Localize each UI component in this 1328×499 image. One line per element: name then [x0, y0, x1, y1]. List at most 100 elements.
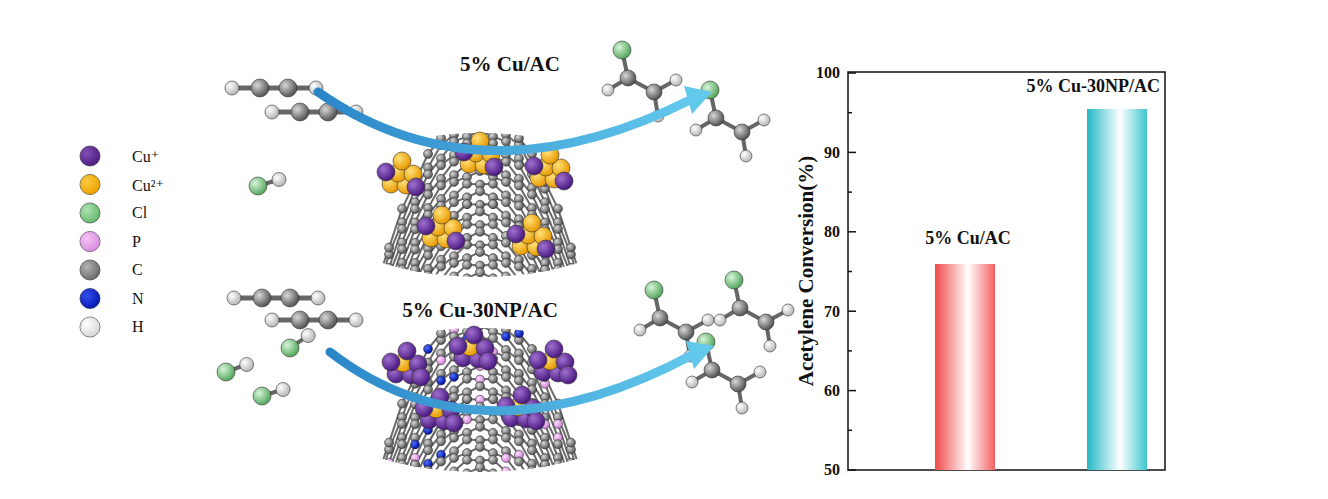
carbon-atom	[424, 190, 433, 199]
bond	[545, 478, 558, 499]
carbon-atom	[488, 435, 497, 444]
carbon-atom	[463, 415, 472, 424]
bond	[544, 498, 546, 499]
bond	[466, 473, 468, 480]
bond	[363, 427, 376, 477]
carbon-atom	[540, 440, 549, 449]
bond	[610, 438, 623, 492]
carbon-atom	[398, 399, 407, 408]
carbon-atom	[488, 395, 497, 404]
carbon-atom	[437, 457, 446, 466]
bond	[596, 497, 598, 499]
bond	[623, 492, 636, 499]
carbon-atom	[346, 440, 355, 449]
carbon-atom	[385, 344, 394, 353]
bond	[558, 485, 571, 499]
carbon-atom	[385, 304, 394, 313]
bond	[597, 477, 610, 499]
bond	[519, 495, 532, 499]
carbon-atom	[398, 494, 407, 499]
bond	[363, 305, 376, 355]
carbon-atom	[398, 326, 407, 335]
bond	[584, 326, 597, 376]
bond	[519, 482, 532, 499]
carbon-atom	[514, 161, 523, 170]
carbon-atom	[424, 385, 433, 394]
carbon-atom	[579, 335, 588, 344]
bond	[362, 396, 364, 403]
bond	[480, 110, 493, 116]
bond	[571, 308, 584, 346]
bond	[623, 485, 636, 499]
tick-label: 90	[824, 144, 840, 162]
carbon-atom	[424, 170, 433, 179]
carbon-atom	[411, 494, 420, 499]
bond	[350, 497, 363, 499]
c-atom	[734, 124, 750, 140]
carbon-atom	[372, 476, 381, 485]
carbon-atom	[566, 331, 575, 340]
carbon-atom	[476, 443, 485, 452]
carbon-atom	[398, 480, 407, 489]
carbon-atom	[592, 337, 601, 346]
carbon-atom	[385, 479, 394, 488]
bond	[375, 319, 377, 326]
bond	[584, 461, 597, 499]
carbon-atom	[450, 372, 459, 381]
carbon-atom	[488, 476, 497, 485]
bond	[376, 254, 389, 298]
bond	[479, 124, 481, 131]
bond	[610, 485, 623, 499]
carbon-atom	[566, 311, 575, 320]
carbon-atom	[501, 474, 510, 483]
bond	[388, 410, 390, 417]
bond	[428, 280, 441, 296]
bond	[349, 438, 351, 445]
carbon-atom	[411, 326, 420, 335]
carbon-atom	[450, 433, 459, 442]
carbon-atom	[463, 469, 472, 478]
carbon-atom	[450, 157, 459, 166]
bond	[597, 463, 610, 499]
carbon-atom	[592, 472, 601, 481]
bond	[519, 280, 532, 296]
carbon-atom	[372, 416, 381, 425]
bond	[545, 465, 558, 498]
bond	[584, 420, 597, 463]
carbon-atom	[488, 374, 497, 383]
bond	[597, 396, 610, 445]
bond	[336, 444, 338, 451]
carbon-atom	[501, 272, 510, 281]
carbon-atom	[385, 412, 394, 421]
carbon-atom	[618, 447, 627, 456]
carbon-atom	[450, 258, 459, 267]
carbon-atom	[424, 271, 433, 280]
carbon-atom	[359, 452, 368, 461]
carbon-atom	[592, 378, 601, 387]
carbon-atom	[553, 224, 562, 233]
carbon-atom	[385, 263, 394, 272]
bond	[571, 483, 584, 499]
carbon-atom	[372, 321, 381, 330]
bond	[389, 485, 402, 499]
tick	[848, 310, 856, 312]
bond	[493, 285, 506, 297]
bond	[558, 464, 571, 499]
copper-atom	[529, 351, 547, 369]
carbon-atom	[346, 453, 355, 462]
carbon-atom	[411, 460, 420, 469]
h-atom	[690, 124, 702, 136]
carbon-atom	[566, 290, 575, 299]
carbon-atom	[372, 496, 381, 499]
swatch-shading	[80, 146, 100, 166]
carbon-atom	[398, 419, 407, 428]
bond	[454, 116, 467, 121]
carbon-atom	[501, 258, 510, 267]
carbon-atom	[579, 382, 588, 391]
bond	[584, 285, 597, 335]
carbon-atom	[476, 422, 485, 431]
bond	[518, 495, 520, 499]
carbon-atom	[450, 393, 459, 402]
carbon-atom	[488, 220, 497, 229]
carbon-atom	[579, 294, 588, 303]
